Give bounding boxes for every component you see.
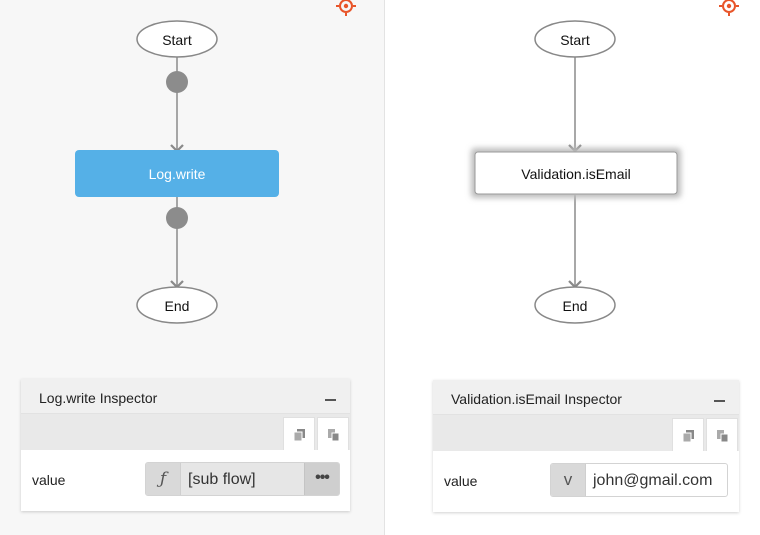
inspector-toolbar: [433, 415, 739, 451]
value-label: value: [32, 472, 66, 488]
copy-button[interactable]: [672, 418, 704, 451]
inspector-row-value: value v john@gmail.com: [433, 451, 739, 511]
right-flow-canvas[interactable]: Start Validation.isEmail End Validation.…: [385, 0, 760, 535]
minimize-icon[interactable]: [714, 400, 725, 402]
left-flow-diagram: [75, 20, 279, 324]
end-node-label: End: [164, 298, 190, 314]
minimize-icon[interactable]: [325, 399, 336, 401]
paste-icon: [328, 429, 339, 441]
log-write-node[interactable]: [75, 150, 279, 197]
start-node[interactable]: [534, 20, 616, 58]
validation-is-email-node-label: Validation.isEmail: [521, 166, 631, 182]
log-write-node-label: Log.write: [148, 166, 206, 182]
inspector-toolbar: [21, 414, 350, 450]
start-node-label: Start: [162, 32, 192, 48]
end-node[interactable]: [136, 286, 218, 324]
log-write-inspector: Log.write Inspector value ƒ [sub flo: [21, 379, 350, 511]
insertion-point[interactable]: [166, 207, 188, 229]
target-icon[interactable]: [336, 0, 356, 16]
inspector-row-value: value ƒ [sub flow] •••: [21, 450, 350, 510]
end-node[interactable]: [534, 286, 616, 324]
validation-is-email-inspector: Validation.isEmail Inspector value v: [433, 380, 739, 512]
end-node-label: End: [562, 298, 588, 314]
validation-is-email-node[interactable]: [474, 151, 678, 195]
left-flow-canvas[interactable]: Start Log.write End Log.write Inspector: [0, 0, 385, 535]
value-field[interactable]: ƒ [sub flow] •••: [145, 462, 340, 496]
insertion-point[interactable]: [166, 71, 188, 93]
value-text[interactable]: john@gmail.com: [593, 472, 713, 489]
paste-icon: [717, 430, 728, 442]
copy-icon: [683, 430, 694, 442]
target-icon[interactable]: [719, 0, 739, 16]
more-button[interactable]: •••: [304, 463, 339, 495]
value-type-icon[interactable]: v: [551, 464, 586, 496]
copy-icon: [294, 429, 305, 441]
start-node[interactable]: [136, 20, 218, 58]
right-flow-diagram: [471, 20, 681, 324]
value-input[interactable]: v john@gmail.com: [550, 463, 728, 497]
function-type-icon[interactable]: ƒ: [146, 463, 181, 495]
value-label: value: [444, 473, 478, 489]
inspector-header: Validation.isEmail Inspector: [433, 380, 739, 415]
value-text: [sub flow]: [188, 471, 256, 488]
copy-button[interactable]: [283, 417, 315, 450]
inspector-header: Log.write Inspector: [21, 379, 350, 414]
inspector-title: Log.write Inspector: [39, 390, 158, 406]
paste-button[interactable]: [706, 418, 738, 451]
paste-button[interactable]: [317, 417, 349, 450]
inspector-title: Validation.isEmail Inspector: [451, 391, 622, 407]
start-node-label: Start: [560, 32, 590, 48]
